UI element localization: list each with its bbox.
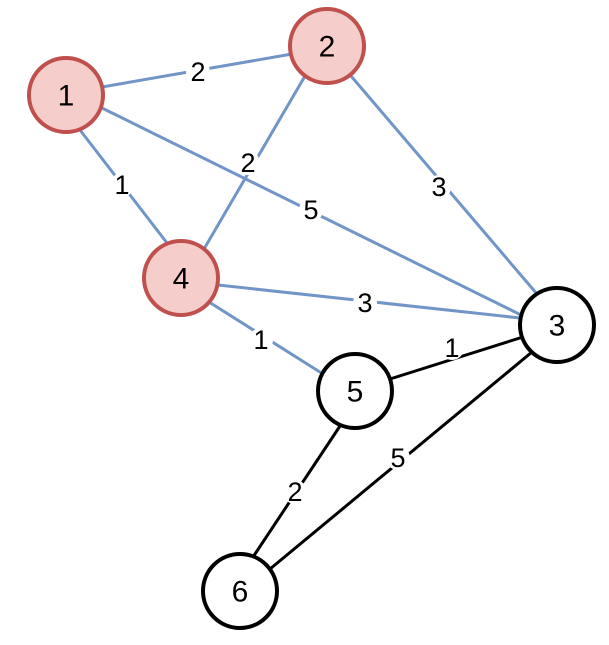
graph-node-4[interactable]: 4 bbox=[142, 239, 220, 317]
node-circle-6[interactable] bbox=[201, 552, 279, 630]
edge-weight-label-n6-n5: 2 bbox=[287, 477, 302, 507]
edge-label-backdrop bbox=[249, 328, 273, 352]
edge-label-backdrop bbox=[353, 291, 377, 315]
node-label-6: 6 bbox=[232, 576, 249, 609]
node-label-2: 2 bbox=[319, 31, 336, 64]
edge-weight-label-n1-n4: 1 bbox=[114, 170, 129, 200]
node-circle-4[interactable] bbox=[142, 239, 220, 317]
node-label-4: 4 bbox=[173, 263, 190, 296]
edge-weight-label-n1-n3: 5 bbox=[303, 195, 318, 225]
node-label-5: 5 bbox=[347, 376, 364, 409]
edge-weight-label-n2-n4: 2 bbox=[240, 148, 255, 178]
graph-node-5[interactable]: 5 bbox=[316, 352, 394, 430]
edge-label-backdrop bbox=[386, 446, 410, 470]
graph-node-2[interactable]: 2 bbox=[288, 7, 366, 85]
edge-labels-layer: 2 1 5 2 3 3 1 1 2 5 bbox=[110, 57, 464, 507]
nodes-layer: 1 2 4 3 5 6 bbox=[27, 7, 596, 630]
node-circle-2[interactable] bbox=[288, 7, 366, 85]
edge-label-backdrop bbox=[299, 198, 323, 222]
edge-weight-label-n6-n3: 5 bbox=[390, 443, 405, 473]
node-circle-3[interactable] bbox=[518, 286, 596, 364]
edge-label-backdrop bbox=[283, 480, 307, 504]
graph-node-1[interactable]: 1 bbox=[27, 56, 105, 134]
edge-label-backdrop bbox=[440, 336, 464, 360]
edge-label-backdrop bbox=[427, 175, 451, 199]
edge-label-backdrop bbox=[110, 173, 134, 197]
node-label-3: 3 bbox=[549, 310, 566, 343]
node-circle-1[interactable] bbox=[27, 56, 105, 134]
edge-weight-label-n5-n3: 1 bbox=[444, 333, 459, 363]
node-circle-5[interactable] bbox=[316, 352, 394, 430]
edge-label-backdrop bbox=[186, 60, 210, 84]
graph-node-3[interactable]: 3 bbox=[518, 286, 596, 364]
edge-weight-label-n4-n5: 1 bbox=[253, 325, 268, 355]
edge-label-backdrop bbox=[236, 151, 260, 175]
graph-node-6[interactable]: 6 bbox=[201, 552, 279, 630]
edge-weight-label-n2-n3: 3 bbox=[431, 172, 446, 202]
edge-weight-label-n1-n2: 2 bbox=[190, 57, 205, 87]
edges-layer bbox=[78, 52, 539, 571]
edge-weight-label-n4-n3: 3 bbox=[357, 288, 372, 318]
node-label-1: 1 bbox=[58, 80, 75, 113]
